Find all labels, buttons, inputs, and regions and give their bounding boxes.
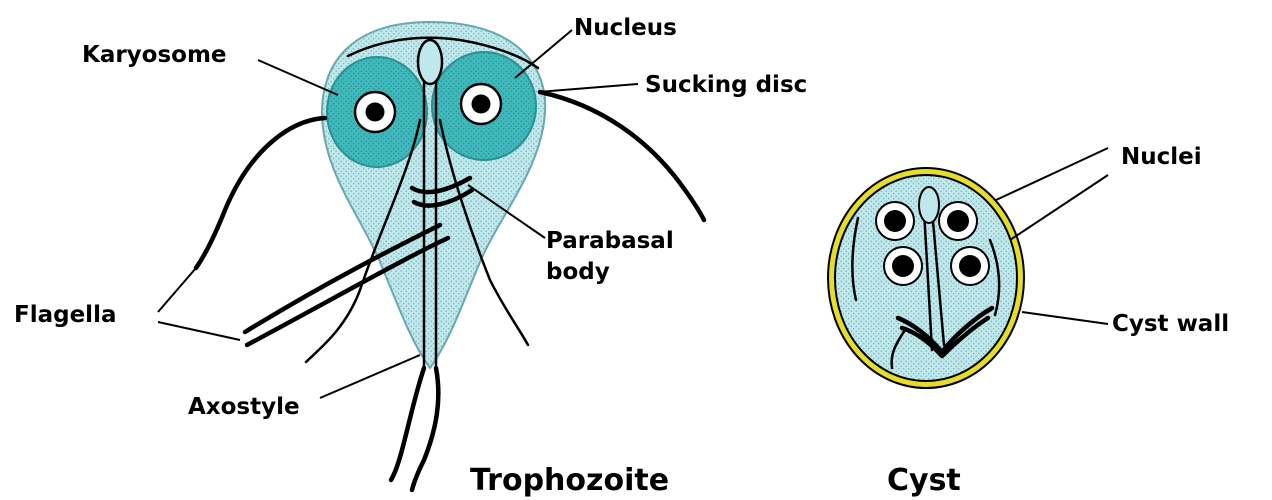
label-sucking-disc: Sucking disc (645, 72, 807, 98)
karyosome-right (472, 95, 491, 114)
label-parabasal-line1: Parabasal (546, 228, 674, 254)
cyst-figure (828, 168, 1024, 388)
label-axostyle: Axostyle (188, 394, 300, 420)
caption-trophozoite: Trophozoite (470, 463, 669, 498)
caption-cyst: Cyst (887, 463, 961, 498)
label-flagella: Flagella (14, 302, 116, 328)
label-karyosome: Karyosome (82, 42, 227, 68)
basal-body (418, 40, 442, 84)
label-parabasal-line2: body (546, 259, 610, 285)
label-cyst-wall: Cyst wall (1112, 311, 1229, 337)
label-nucleus: Nucleus (574, 15, 677, 41)
label-nuclei: Nuclei (1121, 144, 1202, 170)
karyosome-left (366, 103, 385, 122)
